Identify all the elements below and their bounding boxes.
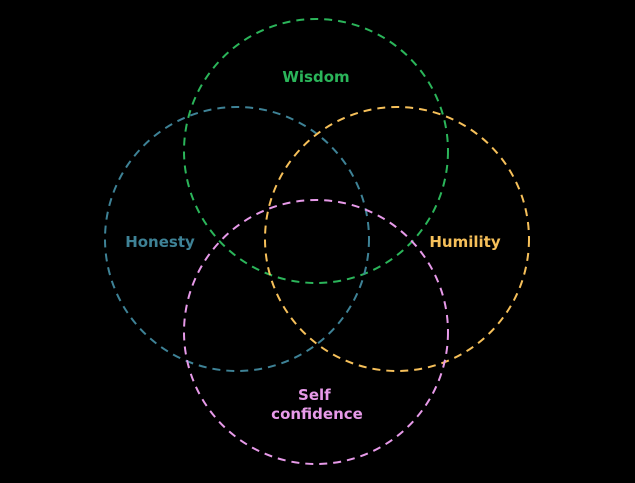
wisdom-label: Wisdom [282, 68, 349, 86]
humility-label-line: Humility [429, 233, 500, 251]
honesty-label: Honesty [125, 233, 195, 251]
honesty-circle [104, 106, 370, 372]
wisdom-circle [183, 18, 449, 284]
self-confidence-circle [183, 199, 449, 465]
self-confidence-label-line-1: Self [298, 386, 331, 404]
honesty-label-line: Honesty [125, 233, 195, 251]
self-confidence-label: Self confidence [271, 386, 363, 423]
self-confidence-label-line-2: confidence [271, 405, 363, 423]
wisdom-label-line: Wisdom [282, 68, 349, 86]
humility-circle [264, 106, 530, 372]
humility-label: Humility [429, 233, 500, 251]
